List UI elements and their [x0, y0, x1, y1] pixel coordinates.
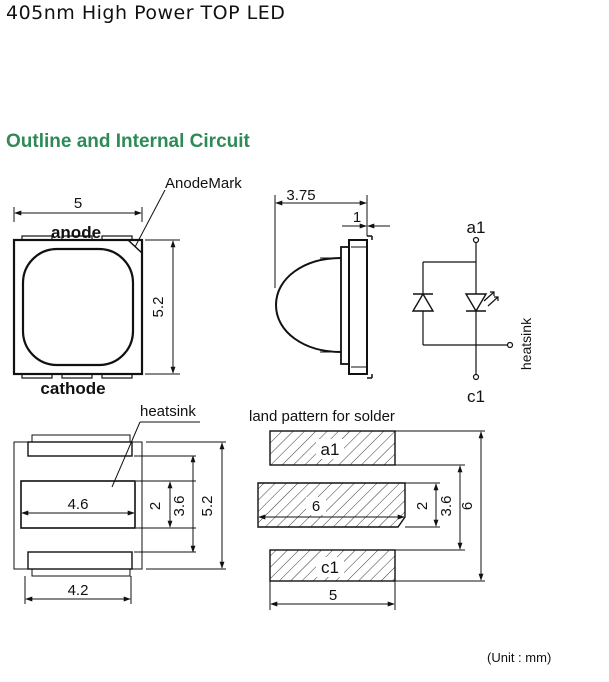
- land-overall-height-dim: 6: [459, 502, 476, 510]
- side-overall-dim: 3.75: [286, 187, 315, 204]
- land-a1-label: a1: [321, 440, 340, 459]
- cathode-label: cathode: [40, 379, 105, 398]
- land-pattern-title: land pattern for solder: [249, 408, 395, 425]
- bottom-view: [13, 421, 226, 604]
- a1-label-bg: [316, 439, 344, 459]
- top-height-dim: 5.2: [150, 297, 167, 318]
- unit-note: (Unit : mm): [487, 650, 552, 665]
- side-view: [274, 195, 390, 379]
- land-c1-label: c1: [321, 558, 339, 577]
- c1-label-bg: [316, 557, 344, 577]
- land-center-width-dim: 6: [312, 498, 320, 515]
- bottom-heatsink-label: heatsink: [140, 403, 196, 420]
- land-center-height-dim: 2: [414, 502, 431, 510]
- land-pattern: [257, 430, 485, 610]
- circuit-cathode-terminal: c1: [467, 387, 485, 406]
- top-view: [12, 189, 180, 379]
- page-title: 405nm High Power TOP LED: [6, 2, 286, 24]
- circuit-anode-terminal: a1: [467, 218, 486, 237]
- anode-label: anode: [51, 223, 101, 242]
- bottom-inner-height-dim: 3.6: [171, 496, 188, 517]
- top-width-dim: 5: [74, 195, 82, 212]
- anode-mark-label: AnodeMark: [165, 175, 242, 192]
- land-inner-height-dim: 3.6: [438, 496, 455, 517]
- side-base-dim: 1: [353, 209, 361, 226]
- bottom-pad-height-dim: 2: [147, 502, 164, 510]
- bottom-overall-height-dim: 5.2: [199, 496, 216, 517]
- section-title: Outline and Internal Circuit: [6, 131, 250, 152]
- internal-circuit: [411, 236, 514, 381]
- center-dim-bg: [306, 497, 326, 515]
- bottom-width-dim: 4.2: [68, 582, 89, 599]
- circuit-heatsink-label: heatsink: [518, 317, 534, 370]
- land-bottom-width-dim: 5: [329, 587, 337, 604]
- bottom-pad-width-dim: 4.6: [68, 496, 89, 513]
